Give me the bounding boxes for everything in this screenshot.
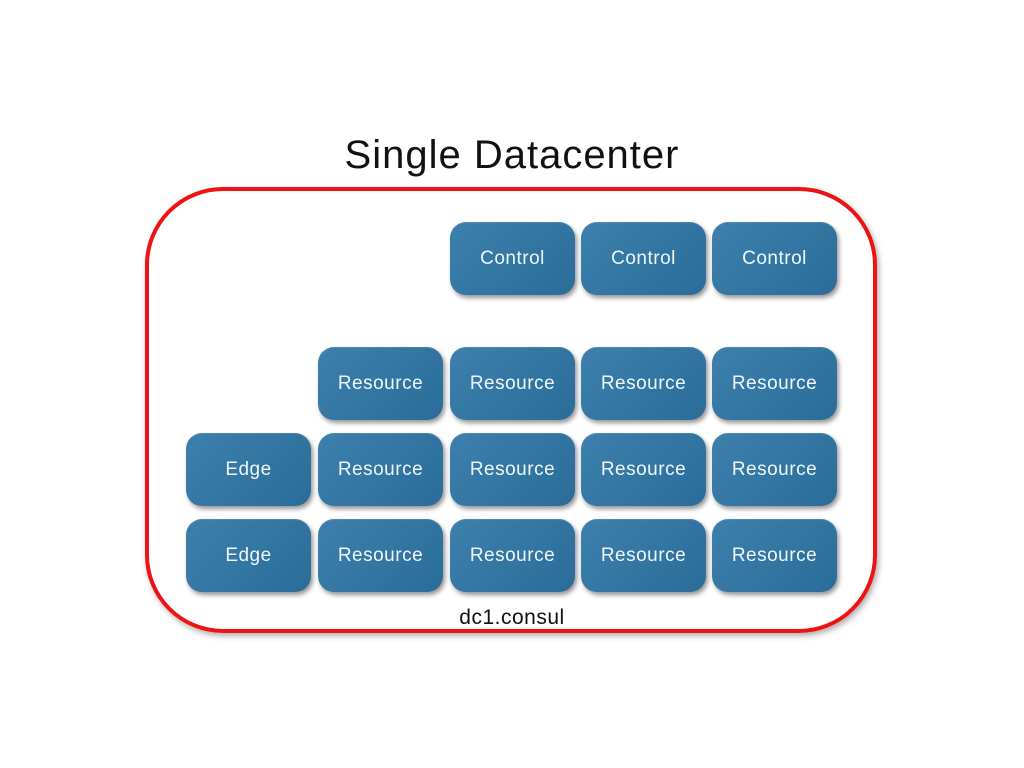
node-label: Edge: [225, 544, 272, 566]
node-resource: Resource: [581, 519, 706, 592]
node-label: Control: [742, 247, 807, 269]
node-control: Control: [450, 222, 575, 295]
node-label: Resource: [337, 372, 424, 394]
node-label: Resource: [600, 372, 687, 394]
node-edge: Edge: [186, 433, 311, 506]
node-resource: Resource: [450, 519, 575, 592]
node-label: Control: [611, 247, 676, 269]
node-resource: Resource: [318, 433, 443, 506]
node-resource: Resource: [450, 433, 575, 506]
node-resource: Resource: [581, 347, 706, 420]
node-label: Resource: [469, 544, 556, 566]
node-label: Control: [480, 247, 545, 269]
datacenter-boundary: [145, 187, 877, 633]
node-label: Resource: [337, 544, 424, 566]
datacenter-label: dc1.consul: [459, 606, 565, 629]
page-title: Single Datacenter: [344, 133, 680, 177]
node-label: Resource: [600, 544, 687, 566]
node-resource: Resource: [450, 347, 575, 420]
node-resource: Resource: [712, 347, 837, 420]
node-label: Resource: [731, 544, 818, 566]
node-label: Edge: [225, 458, 272, 480]
node-label: Resource: [731, 458, 818, 480]
node-resource: Resource: [712, 433, 837, 506]
node-resource: Resource: [318, 519, 443, 592]
node-label: Resource: [600, 458, 687, 480]
node-resource: Resource: [712, 519, 837, 592]
node-label: Resource: [469, 372, 556, 394]
node-label: Resource: [337, 458, 424, 480]
node-edge: Edge: [186, 519, 311, 592]
node-label: Resource: [469, 458, 556, 480]
node-control: Control: [712, 222, 837, 295]
node-label: Resource: [731, 372, 818, 394]
node-resource: Resource: [318, 347, 443, 420]
node-resource: Resource: [581, 433, 706, 506]
node-control: Control: [581, 222, 706, 295]
